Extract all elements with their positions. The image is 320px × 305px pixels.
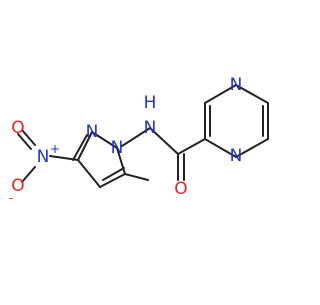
atom-label-n: N <box>230 146 243 166</box>
bond <box>204 84 237 104</box>
bond <box>77 159 101 188</box>
atom-label-n: N <box>230 75 243 95</box>
structure-svg: N N H N O N N N + O O - <box>9 75 269 205</box>
bond <box>72 134 88 161</box>
atom-label-n: N <box>111 138 124 158</box>
bond <box>235 84 269 104</box>
atom-label-o: O <box>174 179 187 199</box>
bond <box>149 127 179 155</box>
bond <box>49 155 79 161</box>
bond <box>91 131 118 149</box>
charge-label: - <box>9 191 13 205</box>
atom-label-o: O <box>11 176 24 196</box>
atom-label-o: O <box>11 118 24 138</box>
bond <box>204 138 237 158</box>
atom-label-n: N <box>86 122 99 142</box>
bond <box>102 167 125 181</box>
bond <box>17 133 32 150</box>
bond <box>116 147 126 175</box>
charge-label: + <box>50 142 60 156</box>
bond <box>177 138 206 155</box>
bond <box>124 173 149 181</box>
bond <box>77 131 93 161</box>
bond <box>99 173 126 188</box>
atom-label-n: N <box>144 118 157 138</box>
atom-label-h: H <box>144 93 157 113</box>
bond <box>235 138 269 158</box>
bond <box>21 129 36 146</box>
bond <box>121 127 151 147</box>
bond <box>21 166 36 183</box>
molecule-diagram: N N H N O N N N + O O - <box>9 75 269 205</box>
atom-label-n: N <box>37 147 50 167</box>
